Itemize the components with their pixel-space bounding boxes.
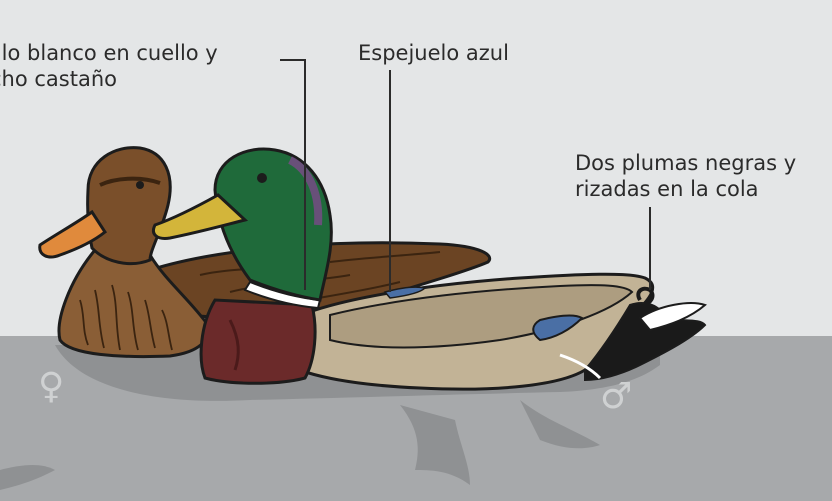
hen-bill	[38, 209, 107, 259]
label-tail-line1: Dos plumas negras y	[575, 151, 797, 175]
drake-bill	[152, 193, 249, 240]
drake-head	[213, 147, 333, 302]
drake-breast	[199, 298, 317, 385]
drake-wing	[329, 284, 634, 349]
drake-speculum	[532, 314, 584, 342]
label-neck-ring-line2: cho castaño	[0, 67, 117, 91]
leader-neck-ring	[280, 59, 306, 290]
drake-duck	[152, 147, 707, 391]
drake-neck-ring	[243, 280, 322, 310]
leader-lines	[280, 59, 651, 292]
female-symbol: ♀	[38, 366, 64, 407]
label-tail-line2: rizadas en la cola	[575, 177, 759, 201]
label-tail-feathers: Dos plumas negras y rizadas en la cola	[575, 150, 796, 202]
male-symbol: ♂	[600, 376, 632, 417]
label-neck-ring: illo blanco en cuello y cho castaño	[0, 40, 218, 92]
label-speculum: Espejuelo azul	[358, 41, 509, 65]
label-neck-ring-line1: illo blanco en cuello y	[0, 41, 218, 65]
hen-body	[57, 248, 210, 359]
